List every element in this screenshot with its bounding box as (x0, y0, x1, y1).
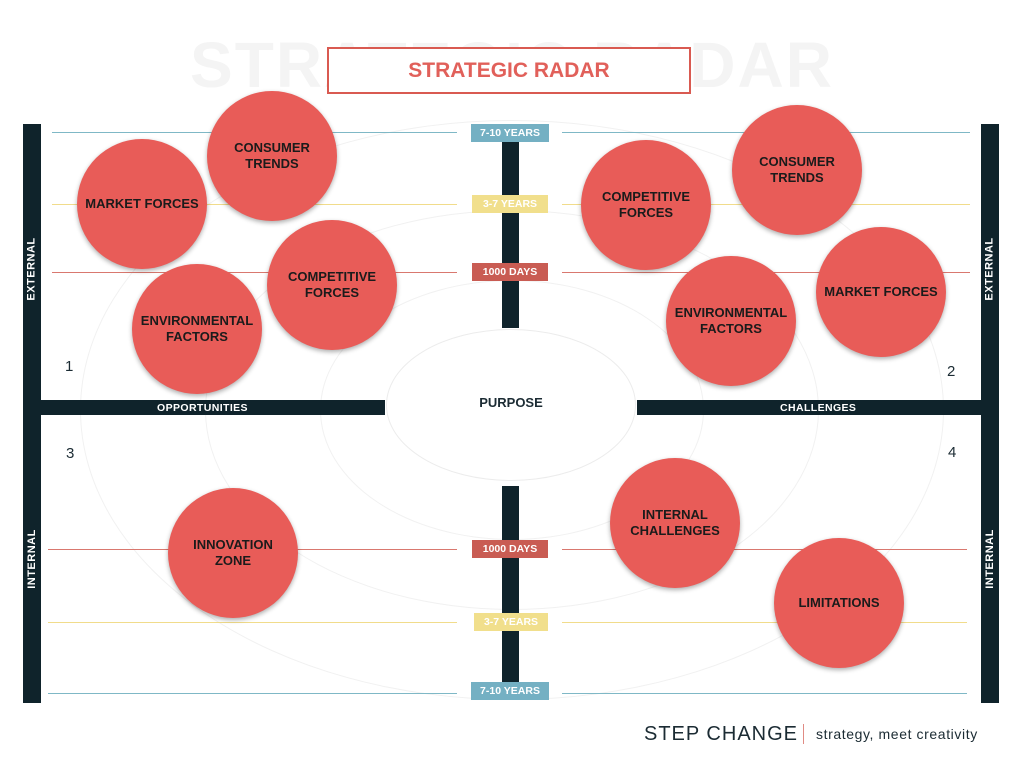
page-title: STRATEGIC RADAR (327, 47, 691, 94)
q2-market-forces: MARKET FORCES (816, 227, 946, 357)
axis-internal-left: INTERNAL (23, 414, 41, 703)
horizon-tag-mid-bottom: 3-7 YEARS (474, 613, 548, 631)
q1-environmental-factors: ENVIRONMENTAL FACTORS (132, 264, 262, 394)
q1-market-forces: MARKET FORCES (77, 139, 207, 269)
quadrant-number-4: 4 (948, 444, 957, 461)
horizon-tag-short-top: 1000 DAYS (472, 263, 548, 281)
q1-competitive-forces: COMPETITIVE FORCES (267, 220, 397, 350)
purpose-center: PURPOSE (386, 329, 636, 481)
q2-consumer-trends: CONSUMER TRENDS (732, 105, 862, 235)
axis-external-right-label: EXTERNAL (984, 237, 996, 301)
footer-separator (803, 724, 804, 744)
axis-internal-right: INTERNAL (981, 414, 999, 703)
horizon-tag-long-top: 7-10 YEARS (471, 124, 549, 142)
q1-competitive-forces-label: COMPETITIVE FORCES (287, 269, 377, 300)
horizon-tag-long-bottom: 7-10 YEARS (471, 682, 549, 700)
horizon-tag-mid-top: 3-7 YEARS (472, 195, 548, 213)
quadrant-number-2: 2 (947, 363, 956, 380)
q2-competitive-forces-label: COMPETITIVE FORCES (601, 189, 691, 220)
axis-internal-left-label: INTERNAL (26, 528, 39, 589)
horizon-line-short-top-left (52, 272, 457, 273)
horizon-line-short-bottom-right (562, 549, 967, 550)
horizon-line-mid-bottom-left (48, 622, 457, 623)
q1-consumer-trends-label: CONSUMER TRENDS (234, 140, 310, 171)
q2-environmental-factors: ENVIRONMENTAL FACTORS (666, 256, 796, 386)
q3-innovation-zone-label: INNOVATION ZONE (193, 537, 273, 568)
q4-limitations-label: LIMITATIONS (798, 595, 880, 610)
q4-internal-challenges: INTERNAL CHALLENGES (610, 458, 740, 588)
axis-challenges: CHALLENGES (637, 400, 981, 415)
purpose-label: PURPOSE (479, 394, 543, 410)
q1-market-forces-label: MARKET FORCES (85, 196, 199, 211)
q1-environmental-factors-label: ENVIRONMENTAL FACTORS (140, 313, 254, 344)
axis-opportunities: OPPORTUNITIES (41, 400, 385, 415)
q4-internal-challenges-label: INTERNAL CHALLENGES (630, 507, 720, 538)
axis-external-left-label: EXTERNAL (26, 237, 38, 301)
quadrant-number-1: 1 (65, 358, 74, 375)
axis-internal-right-label: INTERNAL (984, 528, 997, 589)
footer-brand: STEP CHANGE (644, 723, 798, 745)
footer-tagline: strategy, meet creativity (816, 726, 978, 742)
horizon-tag-short-bottom: 1000 DAYS (472, 540, 548, 558)
horizon-line-long-bottom-right (562, 693, 967, 694)
horizon-line-mid-bottom-right (562, 622, 967, 623)
axis-external-right: EXTERNAL (981, 124, 999, 414)
axis-external-left: EXTERNAL (23, 124, 41, 414)
spine-bottom (502, 486, 519, 696)
q1-consumer-trends: CONSUMER TRENDS (207, 91, 337, 221)
q3-innovation-zone: INNOVATION ZONE (168, 488, 298, 618)
quadrant-number-3: 3 (66, 445, 75, 462)
horizon-line-long-bottom-left (48, 693, 457, 694)
q4-limitations: LIMITATIONS (774, 538, 904, 668)
q2-market-forces-label: MARKET FORCES (824, 284, 938, 299)
q2-environmental-factors-label: ENVIRONMENTAL FACTORS (674, 305, 788, 336)
spine-top (502, 140, 519, 328)
q2-competitive-forces: COMPETITIVE FORCES (581, 140, 711, 270)
q2-consumer-trends-label: CONSUMER TRENDS (759, 154, 835, 185)
